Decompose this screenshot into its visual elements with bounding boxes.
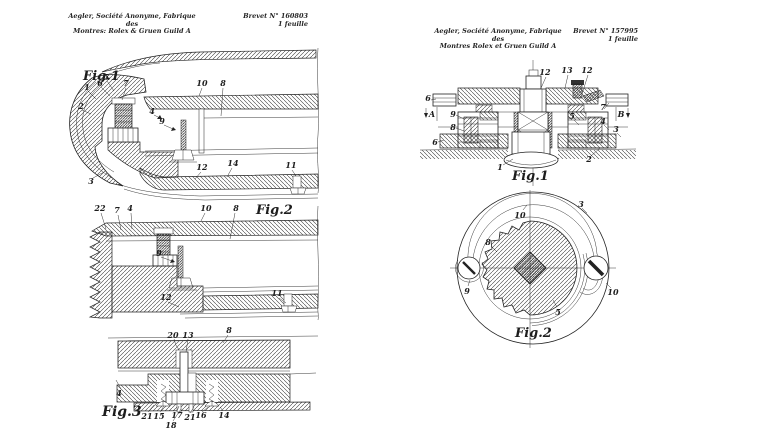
spring-pocket-right [206,380,218,402]
ground-hatch-right [558,150,636,159]
part-label-4: 4 [127,203,133,213]
left-fig1-case-section: Fig.1 5 6 1 2 3 7 4 9 10 8 12 14 11 [70,48,319,200]
case-back-band [203,294,318,310]
bottom-plate-left [440,134,508,148]
right-sheet-drawing: Fig.1 12 13 12 6 A 9 8 6 7 B 5 4 3 2 1 [420,0,660,434]
left-sheet-drawing: Fig.1 5 6 1 2 3 7 4 9 10 8 12 14 11 [60,0,330,434]
part-label-10: 10 [196,78,208,88]
back-screw-body [284,294,292,306]
part-label-6a: 6 [425,93,431,103]
crystal-edge [102,50,316,72]
part-label-20: 20 [166,330,179,340]
part-label-4: 4 [116,388,122,398]
top-plate-left [458,88,520,104]
crown-lens [504,152,558,168]
bottom-plate-right [558,134,616,148]
part-label-12: 12 [160,292,172,302]
left-fig3-detail-section: Fig.3 20 13 8 4 21 15 17 21 16 14 18 [101,325,318,430]
part-label-12: 12 [196,162,208,172]
part-label-9: 9 [156,248,162,258]
part-label-5: 5 [555,307,561,317]
section-label-B: B [617,109,625,119]
left-fig2-case-section: Fig.2 22 7 4 10 8 9 12 11 [90,203,319,320]
part-label-9: 9 [464,286,470,296]
part-label-5: 5 [569,111,575,121]
part-label-6: 6 [97,78,103,88]
part-label-12a: 12 [539,67,551,77]
part-label-22: 22 [93,203,106,213]
part-label-14: 14 [227,158,239,168]
bolt-shaft [573,84,582,98]
bezel-flange [92,220,318,236]
part-label-2: 2 [77,101,84,111]
section-label-A: A [428,109,435,119]
section-arrow-A [424,113,428,118]
bezel-flange [144,94,318,109]
fastening-plate [166,392,204,404]
part-label-1: 1 [84,82,90,92]
part-label-21b: 21 [183,412,195,422]
part-label-16: 16 [195,410,207,420]
right-tube [606,94,628,106]
part-label-9: 9 [450,109,456,119]
fig1-caption: Fig.1 [511,169,549,184]
part-label-5: 5 [103,72,109,82]
small-screw-shaft [181,120,186,150]
crown-stem [512,132,550,154]
part-label-7: 7 [600,102,606,112]
part-label-11: 11 [271,288,282,298]
part-label-4: 4 [600,116,606,126]
part-label-10b: 10 [607,287,619,297]
part-label-7: 7 [114,205,120,215]
serrated-edge [90,232,112,318]
part-label-15: 15 [153,411,165,421]
inner-wall [199,109,204,153]
part-label-8: 8 [226,325,232,335]
part-label-8: 8 [220,78,226,88]
part-label-1: 1 [497,162,503,172]
part-label-13: 13 [182,330,194,340]
part-label-12b: 12 [581,65,593,75]
part-label-6b: 6 [432,137,438,147]
case-pedestal [112,266,203,312]
part-label-8: 8 [450,122,456,132]
ground-hatch-left [420,150,508,159]
case-back-slab [118,340,290,368]
part-label-13: 13 [561,65,573,75]
right-fig1-mechanism-section: Fig.1 12 13 12 6 A 9 8 6 7 B 5 4 3 2 1 [420,60,636,186]
part-label-3: 3 [88,176,94,186]
part-label-8: 8 [485,237,491,247]
section-arrow-B [626,113,630,118]
part-label-8: 8 [233,203,239,213]
stem-cap [526,76,541,89]
part-label-10a: 10 [514,210,526,220]
break-line [317,48,318,193]
part-label-9: 9 [159,116,165,126]
fig3-caption: Fig.3 [101,404,142,420]
part-label-7: 7 [123,78,129,88]
part-label-14: 14 [218,410,230,420]
part-label-3: 3 [613,124,619,134]
part-label-2: 2 [585,154,592,164]
part-label-4: 4 [149,106,155,116]
small-screw-shaft [178,246,183,278]
screw-cap [154,228,173,234]
part-label-11: 11 [285,160,296,170]
fig2-caption: Fig.2 [255,203,293,218]
right-fig2-ratchet-plan: Fig.2 3 10 8 9 5 10 [450,190,619,348]
part-label-21a: 21 [140,411,152,421]
left-tube [433,94,456,106]
back-screw-head [281,306,297,312]
fig2-caption: Fig.2 [514,326,552,341]
part-label-18: 18 [165,420,177,430]
part-label-10: 10 [200,203,212,213]
back-screw-body [293,176,301,188]
screw-cap [112,98,135,104]
part-label-3: 3 [578,199,584,209]
